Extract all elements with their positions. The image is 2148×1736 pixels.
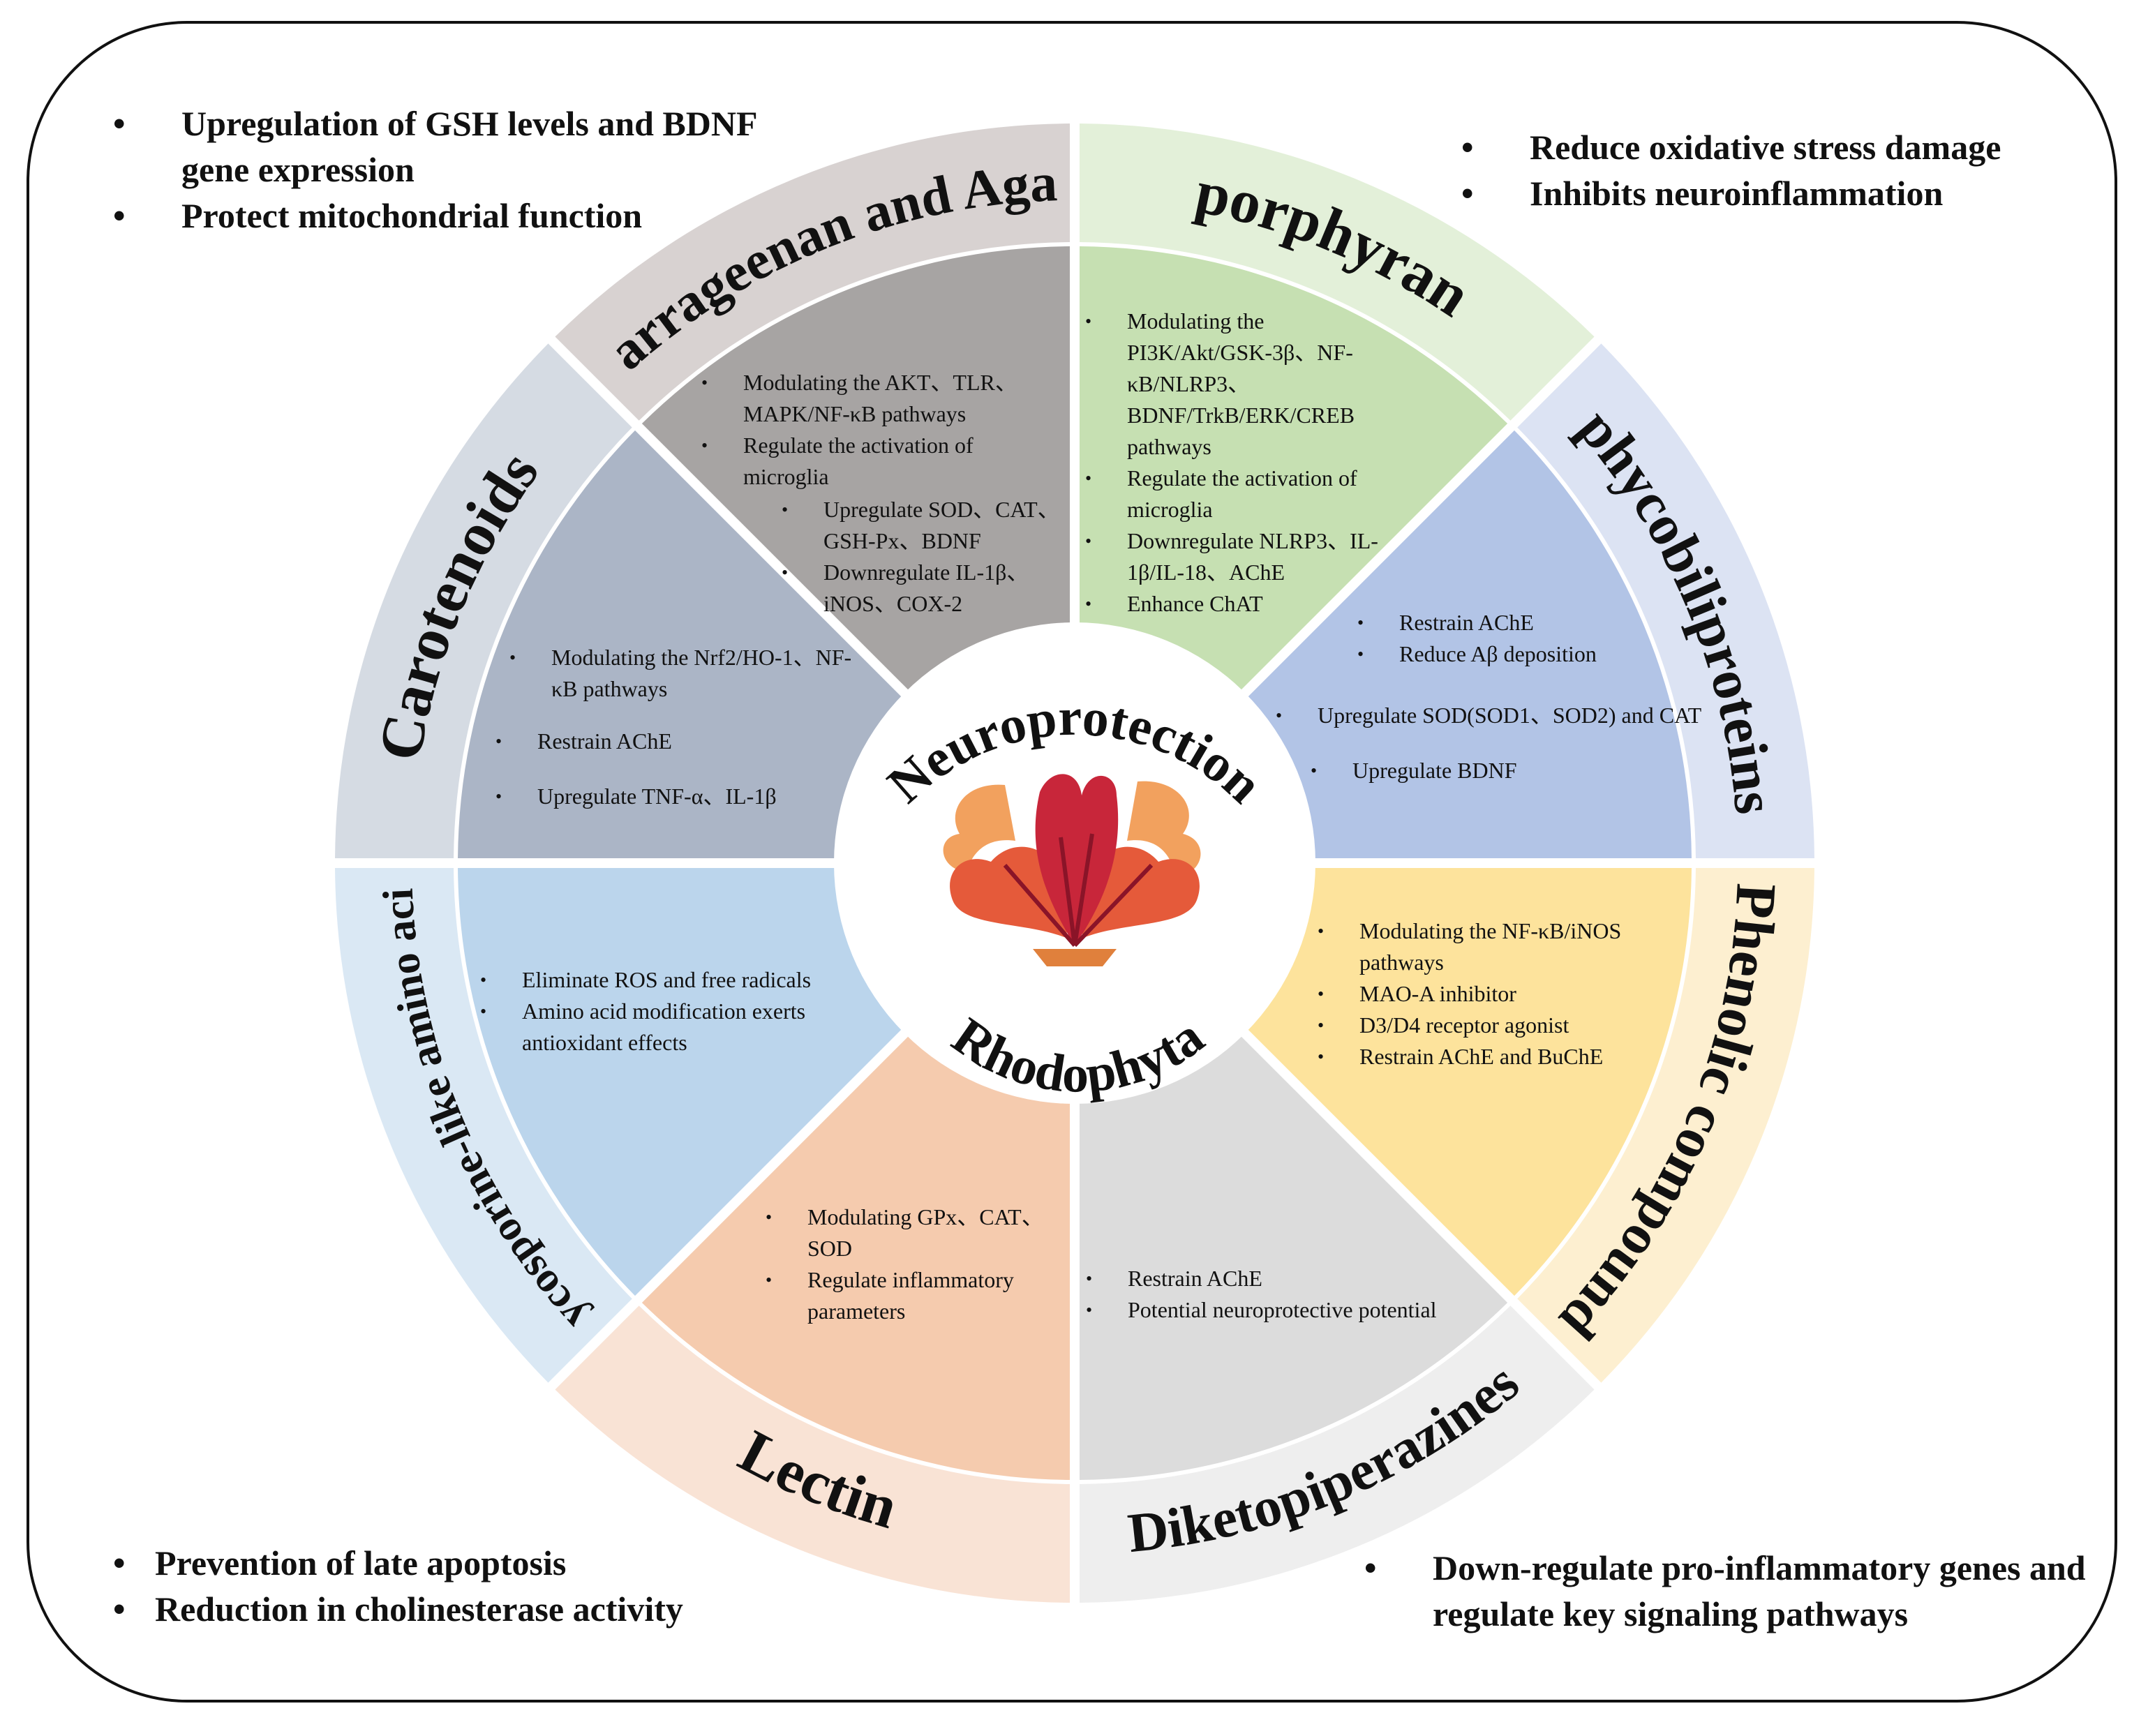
corner-bottom-left-item: Reduction in cholinesterase activity <box>113 1586 783 1632</box>
red-seaweed-icon <box>943 774 1201 966</box>
corner-bottom-right-list: Down-regulate pro-inflammatory genes and… <box>1364 1545 2104 1637</box>
corner-top-left-item: Upregulation of GSH levels and BDNF gene… <box>113 100 783 193</box>
lectin-item: Modulating GPx、CAT、SOD <box>766 1202 1087 1264</box>
carrageenan-item: Regulate the activation of microglia <box>701 430 1064 493</box>
phycobiliproteins-item: Reduce Aβ deposition <box>1357 638 1650 670</box>
diketopiperazines-inner-sector <box>1079 1026 1508 1480</box>
diagram-frame <box>27 21 2117 1703</box>
porphyran-outer-ring-sector <box>1079 124 1595 421</box>
carotenoids-outer-ring-sector <box>335 343 632 859</box>
carrageenan-effects-list: Upregulate SOD、CAT、GSH-Px、BDNF Downregul… <box>782 494 1082 620</box>
phenolic-outer-ring-sector <box>1517 867 1814 1383</box>
corner-top-right-item: Reduce oxidative stress damage <box>1461 124 2089 170</box>
diketopiperazines-effects-list: Restrain AChE Potential neuroprotective … <box>1086 1263 1519 1326</box>
carrageenan-outer-ring-sector <box>555 124 1071 421</box>
phenolic-item: D3/D4 receptor agonist <box>1318 1010 1680 1041</box>
phenolic-item: Modulating the NF-κB/iNOS pathways <box>1318 915 1680 978</box>
carotenoids-item: Upregulate TNF-α、IL-1β <box>495 781 858 812</box>
mycosporine-outer-ring-sector <box>335 867 632 1383</box>
corner-top-right-list: Reduce oxidative stress damage Inhibits … <box>1461 124 2089 216</box>
phycobiliproteins-item: Upregulate BDNF <box>1311 755 1694 786</box>
carrageenan-item: Modulating the AKT、TLR、MAPK/NF-κB pathwa… <box>701 367 1064 430</box>
carotenoids-item: Modulating the Nrf2/HO-1、NF-κB pathways <box>509 642 872 705</box>
phenolic-item: MAO-A inhibitor <box>1318 978 1680 1010</box>
phycobiliproteins-effects-list-2: Upregulate SOD(SOD1、SOD2) and CAT Upregu… <box>1276 700 1701 786</box>
phenolic-item: Restrain AChE and BuChE <box>1318 1041 1680 1072</box>
porphyran-item: Enhance ChAT <box>1085 588 1406 620</box>
porphyran-effects-list: Modulating the PI3K/Akt/GSK-3β、NF-κB/NLR… <box>1085 306 1406 620</box>
lectin-outer-ring-sector <box>555 1305 1071 1603</box>
diketopiperazines-item: Potential neuroprotective potential <box>1086 1294 1519 1326</box>
porphyran-item: Modulating the PI3K/Akt/GSK-3β、NF-κB/NLR… <box>1085 306 1406 463</box>
carotenoids-effects-list-2: Restrain AChE Upregulate TNF-α、IL-1β <box>495 726 858 812</box>
phenolic-effects-list: Modulating the NF-κB/iNOS pathways MAO-A… <box>1318 915 1680 1072</box>
porphyran-item: Downregulate NLRP3、IL-1β/IL-18、AChE <box>1085 525 1406 588</box>
corner-top-right-item: Inhibits neuroinflammation <box>1461 170 2089 216</box>
corner-bottom-left-list: Prevention of late apoptosis Reduction i… <box>113 1540 783 1632</box>
carrageenan-subitem: Upregulate SOD、CAT、GSH-Px、BDNF <box>782 494 1082 557</box>
carotenoids-item: Restrain AChE <box>495 726 858 757</box>
phycobiliproteins-item: Restrain AChE <box>1357 607 1650 638</box>
corner-bottom-left-item: Prevention of late apoptosis <box>113 1540 783 1586</box>
lectin-effects-list: Modulating GPx、CAT、SOD Regulate inflamma… <box>766 1202 1087 1327</box>
mycosporine-effects-list: Eliminate ROS and free radicals Amino ac… <box>480 964 871 1058</box>
corner-bottom-right-item: Down-regulate pro-inflammatory genes and… <box>1364 1545 2104 1637</box>
phycobiliproteins-effects-list: Restrain AChE Reduce Aβ deposition <box>1357 607 1650 670</box>
porphyran-item: Regulate the activation of microglia <box>1085 463 1406 525</box>
mycosporine-item: Eliminate ROS and free radicals <box>480 964 871 996</box>
phycobiliproteins-outer-ring-sector <box>1517 343 1814 859</box>
lectin-item: Regulate inflammatory parameters <box>766 1264 1087 1327</box>
carrageenan-pathways-list: Modulating the AKT、TLR、MAPK/NF-κB pathwa… <box>701 367 1064 493</box>
phycobiliproteins-item: Upregulate SOD(SOD1、SOD2) and CAT <box>1276 700 1708 731</box>
diketopiperazines-item: Restrain AChE <box>1086 1263 1519 1294</box>
diketopiperazines-outer-ring-sector <box>1079 1305 1595 1603</box>
carotenoids-effects-list: Modulating the Nrf2/HO-1、NF-κB pathways <box>509 642 872 705</box>
carrageenan-subitem: Downregulate IL-1β、iNOS、COX-2 <box>782 557 1082 620</box>
corner-top-left-list: Upregulation of GSH levels and BDNF gene… <box>113 100 783 239</box>
mycosporine-item: Amino acid modification exerts antioxida… <box>480 996 871 1058</box>
corner-top-left-item: Protect mitochondrial function <box>113 193 783 239</box>
